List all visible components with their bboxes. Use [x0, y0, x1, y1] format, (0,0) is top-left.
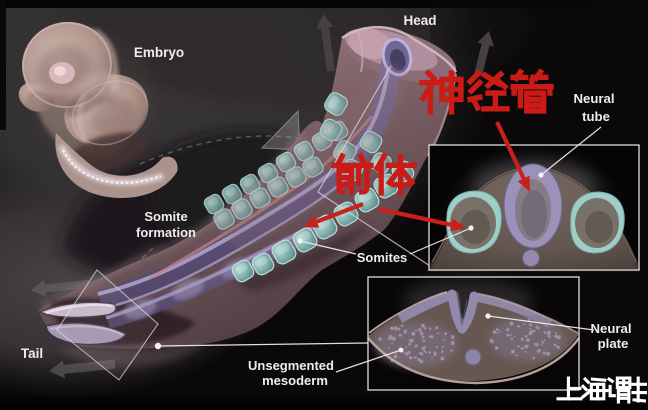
- svg-text:Head: Head: [403, 13, 436, 28]
- svg-text:Unsegmented: Unsegmented: [248, 358, 334, 373]
- svg-text:mesoderm: mesoderm: [262, 373, 328, 388]
- svg-text:Embryo: Embryo: [134, 45, 184, 60]
- svg-text:Tail: Tail: [21, 346, 43, 361]
- svg-text:tube: tube: [582, 109, 610, 124]
- svg-text:plate: plate: [598, 336, 629, 351]
- svg-text:Neural: Neural: [590, 321, 631, 336]
- svg-text:formation: formation: [136, 225, 196, 240]
- svg-text:Somite: Somite: [144, 209, 187, 224]
- svg-text:Somites: Somites: [357, 250, 408, 265]
- svg-text:Neural: Neural: [573, 91, 614, 106]
